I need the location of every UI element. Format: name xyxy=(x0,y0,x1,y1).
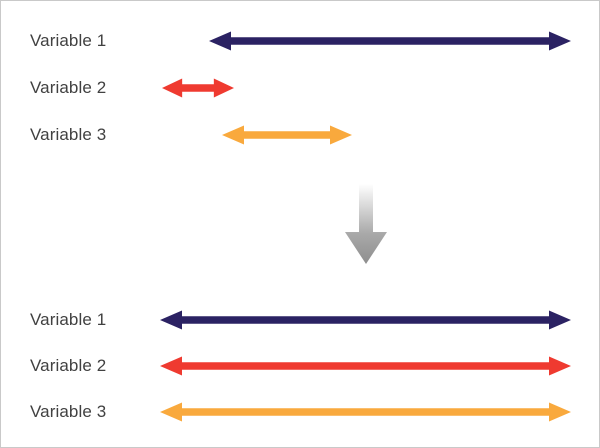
variable-label: Variable 2 xyxy=(30,356,107,375)
variable-row: Variable 3 xyxy=(1,112,599,158)
double-headed-arrow-icon xyxy=(160,389,571,435)
variable-row: Variable 1 xyxy=(1,18,599,64)
variable-row: Variable 2 xyxy=(1,343,599,389)
double-headed-arrow-icon xyxy=(209,18,571,64)
variable-label: Variable 1 xyxy=(30,31,107,50)
variable-row: Variable 2 xyxy=(1,65,599,111)
variable-label: Variable 1 xyxy=(30,310,107,329)
down-arrow-icon xyxy=(345,184,387,264)
after-panel: Variable 1 Variable 2 Variable 3 xyxy=(1,281,599,447)
double-headed-arrow-icon xyxy=(160,297,571,343)
variable-label: Variable 3 xyxy=(30,125,107,144)
variable-label: Variable 3 xyxy=(30,402,107,421)
variable-row: Variable 1 xyxy=(1,297,599,343)
variable-label: Variable 2 xyxy=(30,78,107,97)
double-headed-arrow-icon xyxy=(160,343,571,389)
before-panel: Variable 1 Variable 2 Variable 3 xyxy=(1,1,599,169)
variable-row: Variable 3 xyxy=(1,389,599,435)
double-headed-arrow-icon xyxy=(222,112,352,158)
double-headed-arrow-icon xyxy=(162,65,234,111)
